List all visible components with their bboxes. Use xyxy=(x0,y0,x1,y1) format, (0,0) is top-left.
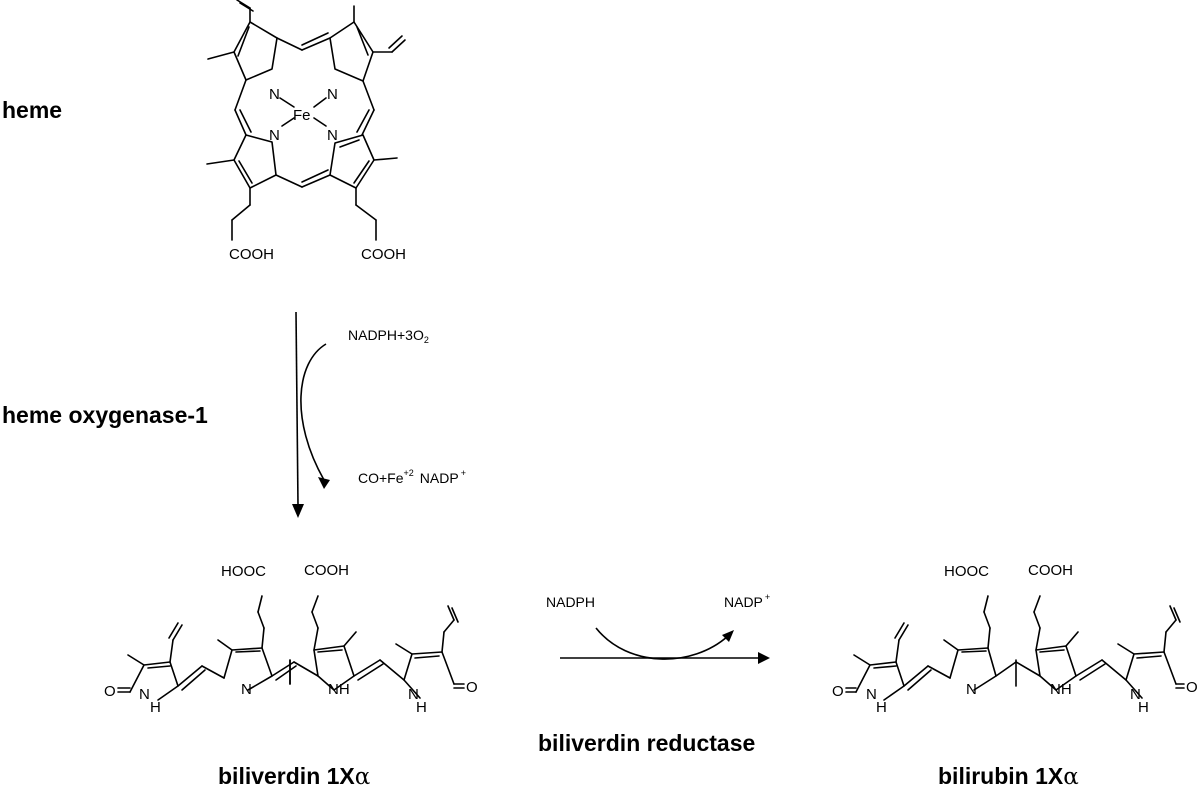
label-biliverdin: biliverdin 1Xα xyxy=(218,763,370,789)
bv-h-d: H xyxy=(416,699,427,716)
bv-cooh: COOH xyxy=(304,562,349,579)
bilirubin-structure: O N H N NH N H O HOOC COOH xyxy=(832,562,1198,716)
heme-cooh-right: COOH xyxy=(361,246,406,263)
br-o-left: O xyxy=(832,683,844,700)
br-o-right: O xyxy=(1186,679,1198,696)
reagent-br-out: NADP+ xyxy=(724,592,770,610)
bv-hooc: HOOC xyxy=(221,563,266,580)
br-cooh: COOH xyxy=(1028,562,1073,579)
heme-n-4: N xyxy=(327,127,338,144)
reagent-br-in: NADPH xyxy=(546,594,595,610)
heme-cooh-left: COOH xyxy=(229,246,274,263)
br-h-a: H xyxy=(876,699,887,716)
heme-n-2: N xyxy=(327,86,338,103)
heme-structure: N N N N Fe COOH COOH xyxy=(206,0,406,263)
label-heme: heme xyxy=(2,97,62,123)
heme-fe: Fe xyxy=(293,107,311,124)
bv-h-a: H xyxy=(150,699,161,716)
label-heme-oxygenase: heme oxygenase-1 xyxy=(2,402,208,428)
br-nh-d: N xyxy=(1130,686,1141,703)
bv-nh-d: N xyxy=(408,686,419,703)
bv-nh-c: NH xyxy=(328,681,350,698)
heme-n-1: N xyxy=(269,86,280,103)
br-nh-c: NH xyxy=(1050,681,1072,698)
biliverdin-structure: O N H N NH N H O HOOC COOH xyxy=(104,562,478,716)
br-h-d: H xyxy=(1138,699,1149,716)
bv-nh-a: N xyxy=(139,686,150,703)
label-biliverdin-reductase: biliverdin reductase xyxy=(538,730,755,756)
br-n-b: N xyxy=(966,681,977,698)
heme-oxygenase-arrow xyxy=(292,311,330,518)
bv-o-right: O xyxy=(466,679,478,696)
br-hooc: HOOC xyxy=(944,563,989,580)
bv-o-left: O xyxy=(104,683,116,700)
br-nh-a: N xyxy=(866,686,877,703)
biliverdin-reductase-arrow xyxy=(560,627,770,664)
reagent-ho-in: NADPH+3O2 xyxy=(348,327,429,345)
heme-n-3: N xyxy=(269,127,280,144)
bv-n-b: N xyxy=(241,681,252,698)
label-bilirubin: bilirubin 1Xα xyxy=(938,763,1079,789)
